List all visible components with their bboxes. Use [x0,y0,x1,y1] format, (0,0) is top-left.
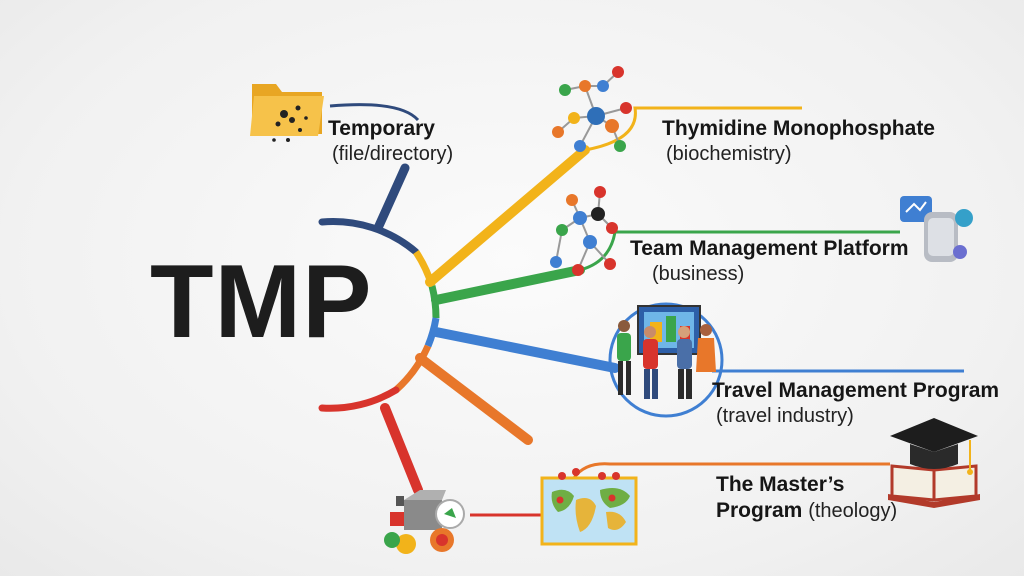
branch-subtitle-travel: (travel industry) [716,404,854,427]
branch-label-team: Team Management Platform (business) [630,236,909,286]
branch-line-travel [431,327,620,373]
branch-title-masters-line1: The Master’s [716,473,845,496]
center-arc-orange [393,344,432,393]
branch-label-thymidine: Thymidine Monophosphate (biochemistry) [662,116,935,166]
world-map-icon [540,468,638,546]
branch-subtitle-team: (business) [652,262,745,285]
folder-icon [250,84,324,142]
center-acronym: TMP [150,244,373,360]
branch-line-temporary [373,163,410,233]
branch-title-travel: Travel Management Program [712,379,1000,402]
misc-tools-icon [384,490,465,554]
branch-title-team: Team Management Platform [630,237,909,260]
center-arc-red [318,386,400,412]
branch-line-red [380,403,423,495]
graduation-cap-book-icon [888,418,980,508]
molecule-icon-2 [550,186,618,276]
branch-line-orange-1 [415,353,533,445]
branch-title-thymidine: Thymidine Monophosphate [662,117,935,140]
branch-line-team [431,265,585,305]
branch-label-masters: The Master’s Program (theology) [716,472,897,523]
branch-title-masters-line2: Program (theology) [716,498,897,524]
server-chat-icon [900,196,973,262]
presentation-team-icon [608,302,724,418]
center-arc-navy [318,218,420,256]
branch-curve-temporary [329,103,420,122]
molecule-icon [552,66,632,152]
branch-label-temporary: Temporary (file/directory) [328,116,453,166]
branch-line-thymidine [425,145,590,287]
branch-subtitle-thymidine: (biochemistry) [666,142,792,165]
branch-title-masters-word: Program [716,498,803,522]
branch-subtitle-temporary: (file/directory) [332,142,454,165]
branch-label-travel: Travel Management Program (travel indust… [712,378,999,428]
branch-title-temporary: Temporary [328,117,435,140]
branch-curve-thymidine [584,106,802,152]
branch-subtitle-masters: (theology) [808,499,898,522]
